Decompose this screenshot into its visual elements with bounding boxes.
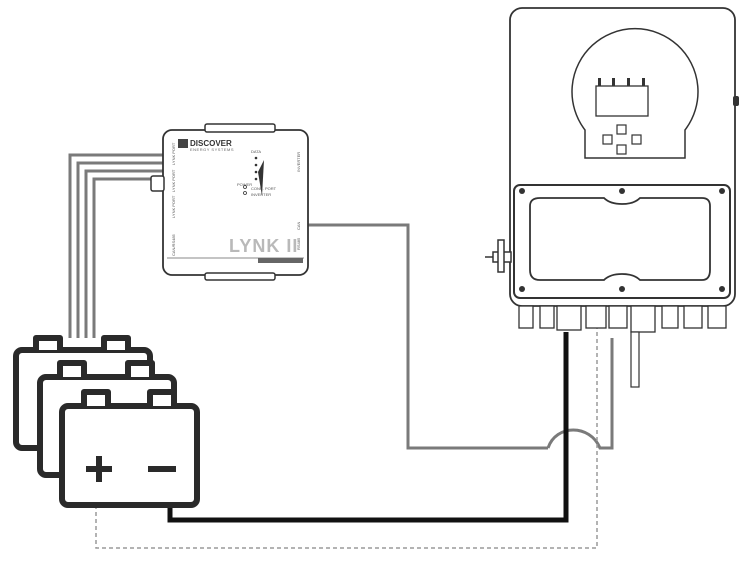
- led-1: [254, 156, 258, 160]
- battery-front-body: [59, 403, 200, 508]
- lynk-bar-accent: [258, 258, 303, 263]
- battery-lynk-cables: [68, 153, 165, 338]
- side-connector-stem: [497, 239, 505, 273]
- port-label-right-mid: CAN: [296, 221, 301, 230]
- inverter-button-right: [631, 134, 642, 145]
- gland-9: [707, 305, 727, 329]
- gland-4: [585, 305, 607, 329]
- battery-positive-v: [96, 456, 102, 482]
- inverter-button-down: [616, 144, 627, 155]
- screen-pin-1: [598, 78, 601, 86]
- inverter-button-left: [602, 134, 613, 145]
- led-label-can: CONN. PORT: [251, 186, 277, 191]
- battery-middle-terminal-left: [57, 360, 87, 377]
- led-3: [254, 170, 258, 174]
- gland-5: [608, 305, 628, 329]
- port-label-left-1: LYNK PORT: [171, 142, 176, 165]
- lynk-bottom-tab: [204, 272, 276, 281]
- comm-cable-1: [68, 153, 165, 338]
- battery-labels: [86, 456, 176, 482]
- screen-pin-3: [627, 78, 630, 86]
- inverter: [485, 7, 739, 388]
- comm-cable-3: [84, 169, 165, 338]
- port-label-right-top: INVERTER: [296, 152, 301, 172]
- led-status-1: [243, 185, 247, 189]
- cable-crossover-hump: [546, 338, 614, 450]
- inverter-button-up: [616, 124, 627, 135]
- cover-screws: [519, 188, 725, 292]
- led-4: [254, 177, 258, 181]
- battery-back-terminal-left: [33, 335, 63, 350]
- inverter-side-knob: [733, 96, 739, 106]
- lynk-side-port: [150, 175, 165, 192]
- led-meter-wedge: [258, 160, 264, 196]
- lynk-brand-sub: ENERGY SYSTEMS: [190, 147, 234, 152]
- lynk-top-tab: [204, 123, 276, 133]
- port-label-left-3: LYNK PORT: [171, 195, 176, 218]
- screw-1: [519, 188, 525, 194]
- gland-1: [518, 305, 534, 329]
- gland-3: [556, 305, 582, 331]
- port-label-left-4: CAN/RS485: [171, 233, 176, 256]
- gland-8: [683, 305, 703, 329]
- battery-bank: [13, 335, 200, 508]
- screw-6: [719, 286, 725, 292]
- gland-7: [661, 305, 679, 329]
- screw-2: [619, 188, 625, 194]
- battery-middle-terminal-right: [125, 360, 155, 377]
- lynk-brand: DISCOVER: [190, 139, 232, 148]
- comm-cable-2: [76, 161, 165, 338]
- inverter-screen: [595, 85, 649, 117]
- lynk-inverter-cable: [305, 223, 548, 450]
- port-label-left-2: LYNK PORT: [171, 169, 176, 192]
- battery-front-terminal-left: [81, 389, 111, 406]
- lynk-ii-hub: DISCOVER ENERGY SYSTEMS LYNK II DATA POW…: [150, 123, 309, 281]
- led-status-2: [243, 191, 247, 195]
- led-2: [254, 163, 258, 167]
- lynk-product-name: LYNK II: [229, 236, 298, 256]
- ground-wire: [95, 328, 598, 549]
- inverter-screen-pins: [598, 78, 645, 86]
- dc-battery-cable: [167, 332, 569, 523]
- screw-3: [719, 188, 725, 194]
- inverter-side-connector: [485, 239, 512, 273]
- screw-5: [619, 286, 625, 292]
- inverter-stub-cable: [630, 331, 640, 388]
- comm-cable-4: [92, 177, 165, 338]
- led-indicators: [254, 156, 258, 181]
- inverter-cable-glands: [518, 305, 727, 333]
- screen-pin-4: [642, 78, 645, 86]
- port-label-right-bottom: RS485: [296, 237, 301, 250]
- battery-front: [59, 389, 200, 508]
- discover-logo-mark: [178, 139, 188, 148]
- led-label-inverter: INVERTER: [251, 192, 271, 197]
- battery-negative: [148, 466, 176, 472]
- led-mid-label: POWER: [237, 182, 252, 187]
- gland-2: [539, 305, 555, 329]
- battery-back-terminal-right: [101, 335, 131, 350]
- screw-4: [519, 286, 525, 292]
- led-top-label: DATA: [251, 149, 261, 154]
- screen-pin-2: [612, 78, 615, 86]
- inverter-cover-inner: [529, 197, 711, 281]
- inverter-buttons: [602, 124, 642, 155]
- gland-6: [630, 305, 656, 333]
- battery-front-terminal-right: [147, 389, 177, 406]
